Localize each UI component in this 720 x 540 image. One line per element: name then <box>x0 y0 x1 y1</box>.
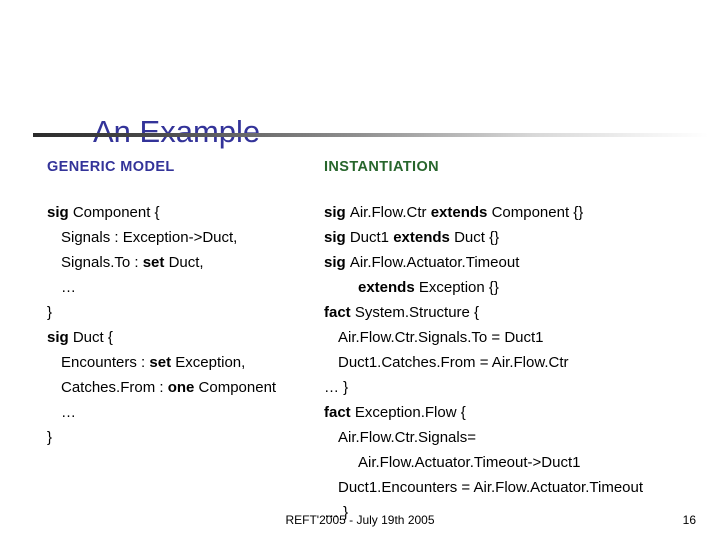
code-text: Duct1 <box>349 229 394 246</box>
code-line: Duct1.Encounters = Air.Flow.Actuator.Tim… <box>324 475 716 500</box>
code-text: Duct1.Encounters = Air.Flow.Actuator.Tim… <box>338 479 644 496</box>
code-line: extends Exception {} <box>324 275 716 300</box>
code-text: Duct1.Catches.From = Air.Flow.Ctr <box>338 354 569 371</box>
code-text: } <box>47 429 53 446</box>
footer-conference: REFT'2005 - July 19th 2005 <box>285 513 435 527</box>
code-text: Air.Flow.Actuator.Timeout->Duct1 <box>358 454 581 471</box>
code-keyword: extends <box>358 279 419 296</box>
code-text: … <box>61 279 76 296</box>
code-text: … } <box>324 379 349 396</box>
code-keyword: sig <box>324 254 350 271</box>
code-text: Air.Flow.Ctr.Signals.To = Duct1 <box>338 329 544 346</box>
code-line: sig Duct { <box>47 325 322 350</box>
code-line: sig Duct1 extends Duct {} <box>324 225 716 250</box>
code-block-generic-model: sig Component { Signals : Exception->Duct… <box>47 200 322 450</box>
footer-page-number: 16 <box>682 513 696 527</box>
code-text: Signals.To : <box>61 254 143 271</box>
column-heading-generic-model: GENERIC MODEL <box>47 159 175 175</box>
code-keyword: set <box>142 254 169 271</box>
code-text: … } <box>324 504 349 521</box>
code-text: } <box>47 304 53 321</box>
code-text: Encounters : <box>61 354 150 371</box>
title-divider <box>33 133 709 137</box>
code-keyword: sig <box>47 204 73 221</box>
code-text: … <box>61 404 76 421</box>
code-text: Component {} <box>491 204 584 221</box>
code-line: Air.Flow.Ctr.Signals.To = Duct1 <box>324 325 716 350</box>
column-heading-instantiation: INSTANTIATION <box>324 159 440 175</box>
code-keyword: sig <box>324 204 350 221</box>
code-text: Air.Flow.Ctr.Signals= <box>338 429 476 446</box>
code-line: Signals.To : set Duct, <box>47 250 322 275</box>
code-keyword: extends <box>430 204 492 221</box>
code-line: … <box>47 400 322 425</box>
code-text: Signals : Exception->Duct, <box>61 229 238 246</box>
code-line: … <box>47 275 322 300</box>
code-text: Duct { <box>72 329 113 346</box>
code-text: Exception, <box>175 354 246 371</box>
code-line: Duct1.Catches.From = Air.Flow.Ctr <box>324 350 716 375</box>
code-text: Air.Flow.Ctr <box>349 204 431 221</box>
code-text: Air.Flow.Actuator.Timeout <box>349 254 520 271</box>
code-line: Encounters : set Exception, <box>47 350 322 375</box>
code-line: sig Air.Flow.Actuator.Timeout <box>324 250 716 275</box>
code-text: Exception {} <box>418 279 499 296</box>
code-keyword: fact <box>324 404 355 421</box>
column-instantiation: INSTANTIATION sig Air.Flow.Ctr extends C… <box>324 158 716 525</box>
column-generic-model: GENERIC MODEL sig Component { Signals : E… <box>47 158 322 450</box>
code-keyword: sig <box>47 329 73 346</box>
code-line: sig Air.Flow.Ctr extends Component {} <box>324 200 716 225</box>
code-keyword: extends <box>393 229 455 246</box>
code-keyword: fact <box>324 304 355 321</box>
code-block-instantiation: sig Air.Flow.Ctr extends Component {}sig… <box>324 200 716 525</box>
code-line: Air.Flow.Actuator.Timeout->Duct1 <box>324 450 716 475</box>
code-line: Catches.From : one Component <box>47 375 322 400</box>
code-line: … } <box>324 375 716 400</box>
code-line: } <box>47 300 322 325</box>
code-keyword: sig <box>324 229 350 246</box>
code-keyword: one <box>167 379 199 396</box>
code-text: System.Structure { <box>354 304 480 321</box>
code-text: Duct {} <box>454 229 500 246</box>
code-line: sig Component { <box>47 200 322 225</box>
code-text: Component <box>198 379 277 396</box>
code-line: fact Exception.Flow { <box>324 400 716 425</box>
code-text: Exception.Flow { <box>354 404 466 421</box>
code-text: Catches.From : <box>61 379 168 396</box>
code-text: Component { <box>72 204 160 221</box>
page-title: An Example <box>93 113 261 149</box>
code-keyword: set <box>149 354 176 371</box>
code-line: Signals : Exception->Duct, <box>47 225 322 250</box>
code-text: Duct, <box>168 254 204 271</box>
code-line: fact System.Structure { <box>324 300 716 325</box>
code-line: Air.Flow.Ctr.Signals= <box>324 425 716 450</box>
code-line: … } <box>324 500 716 525</box>
code-line: } <box>47 425 322 450</box>
